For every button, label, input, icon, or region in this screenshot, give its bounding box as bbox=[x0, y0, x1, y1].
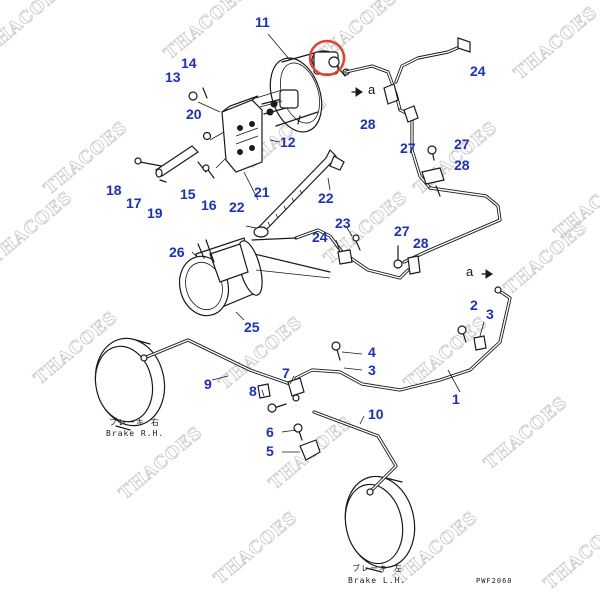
callout-7: 7 bbox=[282, 365, 290, 381]
callout-27-a: 27 bbox=[400, 140, 416, 156]
connection-ref-upper: a bbox=[368, 82, 376, 97]
callout-27-c: 27 bbox=[394, 223, 410, 239]
callout-15: 15 bbox=[180, 186, 196, 202]
callout-13: 13 bbox=[165, 69, 181, 85]
air-tank bbox=[178, 237, 263, 317]
leader-lines bbox=[191, 33, 485, 453]
brake-tube-main bbox=[294, 286, 512, 392]
callout-18: 18 bbox=[106, 182, 122, 198]
brake-captions: ブレーキ 右 Brake R.H. ブレーキ 左 Brake L.H. bbox=[106, 417, 406, 585]
watermark: THACOES bbox=[510, 3, 600, 84]
callout-26: 26 bbox=[169, 244, 185, 260]
callout-12: 12 bbox=[280, 134, 296, 150]
mounting-bracket bbox=[221, 95, 263, 173]
brake-drum-lh bbox=[344, 475, 416, 573]
callout-25: 25 bbox=[244, 319, 260, 335]
watermark: THACOES bbox=[0, 0, 72, 59]
callout-10: 10 bbox=[368, 406, 384, 422]
callout-20: 20 bbox=[186, 106, 202, 122]
callout-28-b: 28 bbox=[454, 157, 470, 173]
callout-9: 9 bbox=[204, 376, 212, 392]
watermark: THACOES bbox=[0, 188, 77, 269]
callout-1: 1 bbox=[452, 391, 460, 407]
callout-16: 16 bbox=[201, 197, 217, 213]
watermark: THACOES bbox=[500, 218, 591, 299]
highlight-ring bbox=[308, 39, 346, 77]
callout-5: 5 bbox=[266, 443, 274, 459]
callout-28-c: 28 bbox=[413, 235, 429, 251]
brake-booster bbox=[255, 50, 350, 133]
callout-22-upper: 22 bbox=[318, 190, 334, 206]
callout-8: 8 bbox=[249, 383, 257, 399]
push-rod bbox=[253, 149, 345, 238]
callout-6: 6 bbox=[266, 424, 274, 440]
callout-21: 21 bbox=[254, 184, 270, 200]
brake-tube-upper bbox=[344, 37, 502, 264]
callout-2: 2 bbox=[470, 297, 478, 313]
watermark: THACOES bbox=[540, 513, 600, 594]
watermark: THACOES bbox=[160, 0, 251, 64]
caption-brake-lh-en: Brake L.H. bbox=[348, 576, 406, 585]
caption-brake-rh-jp: ブレーキ 右 bbox=[109, 417, 160, 427]
tee-fitting-group bbox=[267, 341, 341, 461]
callout-23: 23 bbox=[335, 215, 351, 231]
callout-24-lower: 24 bbox=[312, 229, 328, 245]
caption-brake-lh-jp: ブレーキ 左 bbox=[352, 563, 403, 573]
callout-3-mid: 3 bbox=[368, 362, 376, 378]
callout-numbers: 11 14 13 20 12 18 17 19 15 16 22 21 22 2… bbox=[106, 14, 494, 459]
bolt-nut-set bbox=[188, 87, 225, 141]
callout-14: 14 bbox=[181, 55, 197, 71]
brake-tube-lh bbox=[312, 410, 398, 496]
callout-22-lower: 22 bbox=[229, 199, 245, 215]
watermark: THACOES bbox=[210, 508, 301, 589]
watermark: THACOES bbox=[400, 313, 491, 394]
caption-brake-rh-en: Brake R.H. bbox=[106, 429, 164, 438]
callout-11: 11 bbox=[255, 14, 270, 30]
brake-tube-middle bbox=[245, 228, 493, 280]
callout-24-upper: 24 bbox=[470, 63, 486, 79]
callout-19: 19 bbox=[147, 205, 163, 221]
brake-tube-rh bbox=[140, 338, 292, 399]
brake-drum-rh bbox=[94, 337, 166, 431]
pin-and-sleeve bbox=[134, 145, 215, 183]
callout-4: 4 bbox=[368, 344, 376, 360]
callout-28-a: 28 bbox=[360, 116, 376, 132]
callout-3-right: 3 bbox=[486, 306, 494, 322]
connection-ref-lower: a bbox=[466, 264, 474, 279]
watermark: THACOES bbox=[480, 393, 571, 474]
drawing-number: PWF2060 bbox=[476, 577, 513, 585]
callout-17: 17 bbox=[126, 195, 142, 211]
callout-27-b: 27 bbox=[454, 136, 470, 152]
